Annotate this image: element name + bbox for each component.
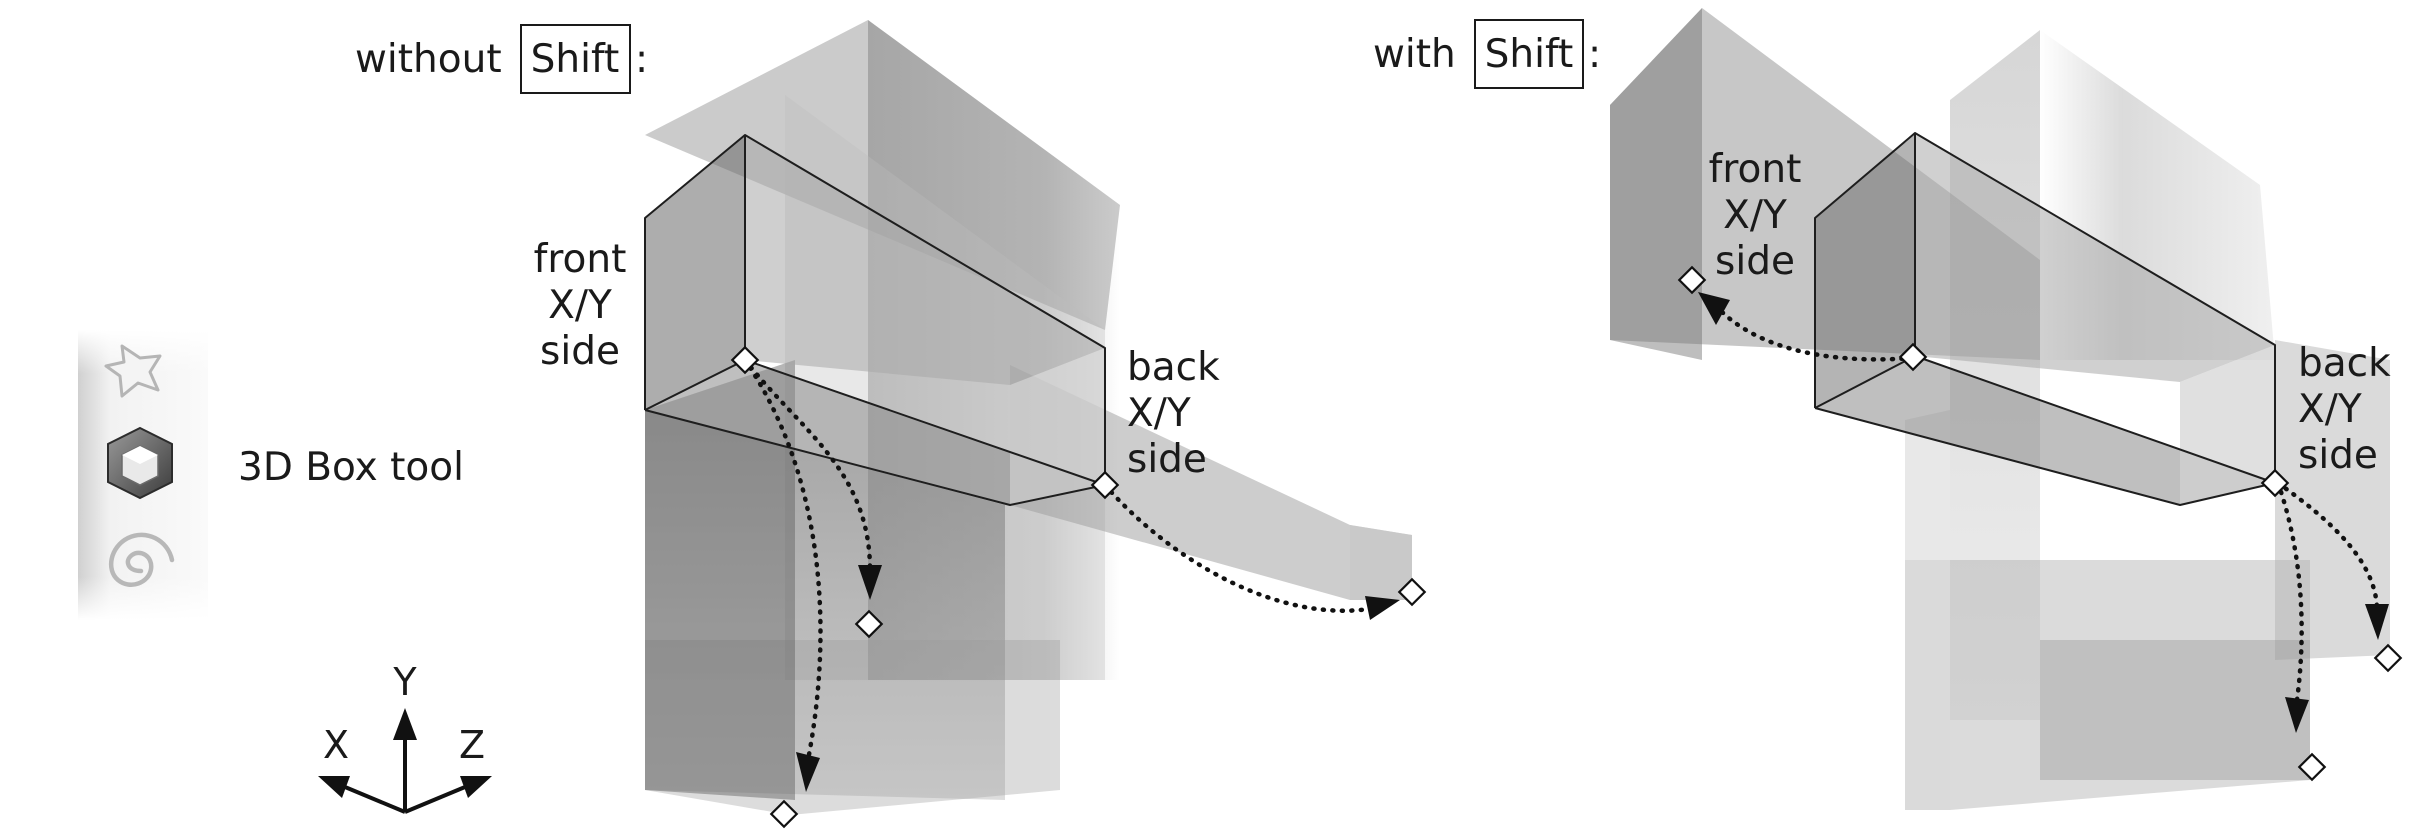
handle-target-front-long[interactable] [769,799,799,829]
left-title: without Shift : [355,24,648,94]
z-axis-arrow [460,776,492,798]
drag-path-back [1102,482,1378,613]
r-box-top-face [1915,133,2275,382]
ghost-face-left-dark [645,360,795,800]
x-axis-arrow [318,776,350,798]
svg-text:side: side [1715,239,1795,284]
r-handle-back[interactable] [2260,468,2290,498]
right-shift-key: Shift [1485,32,1574,77]
left-shift-key: Shift [531,37,620,82]
left-title-prefix: without [355,37,502,82]
star-icon [104,344,162,398]
right-panel: with Shift : front X/Y side back X/Y sid… [1373,8,2403,810]
svg-text:back: back [2298,341,2391,386]
r-box-front-face [1815,133,1915,408]
left-back-label: back X/Y side [1127,345,1220,482]
y-axis-arrow [393,708,417,740]
left-panel: without Shift : front X/Y side back X/Y … [355,20,1427,829]
left-front-label: front X/Y side [534,237,627,374]
box-top-face [745,135,1105,385]
box-side-face [645,360,1105,505]
r-arrowhead-back-long [2285,697,2309,733]
svg-text:side: side [1127,437,1207,482]
right-shift-key-frame [1474,19,1584,89]
svg-text:back: back [1127,345,1220,390]
r-ghost-bottom-right [2040,640,2310,780]
box-back-face [1010,348,1105,505]
box-front-face [645,135,745,410]
handle-front[interactable] [730,345,760,375]
r-ghost-upper-left-dark [1610,8,1702,360]
left-title-suffix: : [635,37,648,82]
r-handle-target-front[interactable] [1677,265,1707,295]
star-tool-button[interactable] [104,344,162,398]
svg-text:X/Y: X/Y [2298,387,2362,432]
r-handle-target-back-short[interactable] [2373,643,2403,673]
r-box-side-face [1815,356,2275,505]
svg-text:X/Y: X/Y [1723,193,1787,238]
y-axis-label: Y [392,660,417,704]
z-axis-label: Z [459,723,485,767]
r-box-back-face [2180,345,2275,505]
r-ghost-left-sliver [1905,410,1950,810]
r-arrowhead-front [1698,292,1730,325]
right-title: with Shift : [1373,19,1601,89]
z-axis-line [404,785,466,814]
svg-text:X/Y: X/Y [548,283,612,328]
toolbox: 3D Box tool [78,330,464,620]
svg-text:side: side [540,329,620,374]
right-back-label: back X/Y side [2298,341,2391,478]
handle-back[interactable] [1090,470,1120,500]
r-box-outline [1814,132,2276,506]
axes-gizmo: Y X Z [318,660,492,814]
right-title-prefix: with [1373,32,1456,77]
spiral-icon [108,532,175,587]
svg-text:side: side [2298,433,2378,478]
ghost-face-tail-end [1350,525,1412,600]
ghost-face-lower-left [645,410,1005,800]
handle-target-back[interactable] [1397,577,1427,607]
arrowhead-front-short [858,565,882,600]
r-arrowhead-back-short [2365,604,2389,640]
spiral-tool-button[interactable] [108,532,175,587]
r-drag-path-back-long [2275,480,2304,703]
x-axis-line [344,785,406,814]
right-front-label: front X/Y side [1709,147,1802,284]
r-handle-front[interactable] [1898,342,1928,372]
r-ghost-right-column [2275,340,2390,660]
handle-target-front-short[interactable] [854,609,884,639]
right-title-suffix: : [1588,32,1601,77]
ghost-face-tail [1010,365,1412,600]
x-axis-label: X [323,723,349,767]
3d-box-tool-button[interactable] [107,426,173,500]
svg-text:X/Y: X/Y [1127,391,1191,436]
arrowhead-front-long [796,752,820,792]
drag-path-front-short [742,357,873,573]
arrowhead-back [1365,596,1400,620]
box-outline [644,134,1106,506]
r-ghost-bottom [1905,560,2310,810]
left-shift-key-frame [520,24,631,94]
svg-text:front: front [534,237,627,282]
ghost-face-bottom-band [645,640,1060,815]
active-tool-label: 3D Box tool [238,445,464,490]
r-handle-target-back-long[interactable] [2297,752,2327,782]
svg-text:front: front [1709,147,1802,192]
